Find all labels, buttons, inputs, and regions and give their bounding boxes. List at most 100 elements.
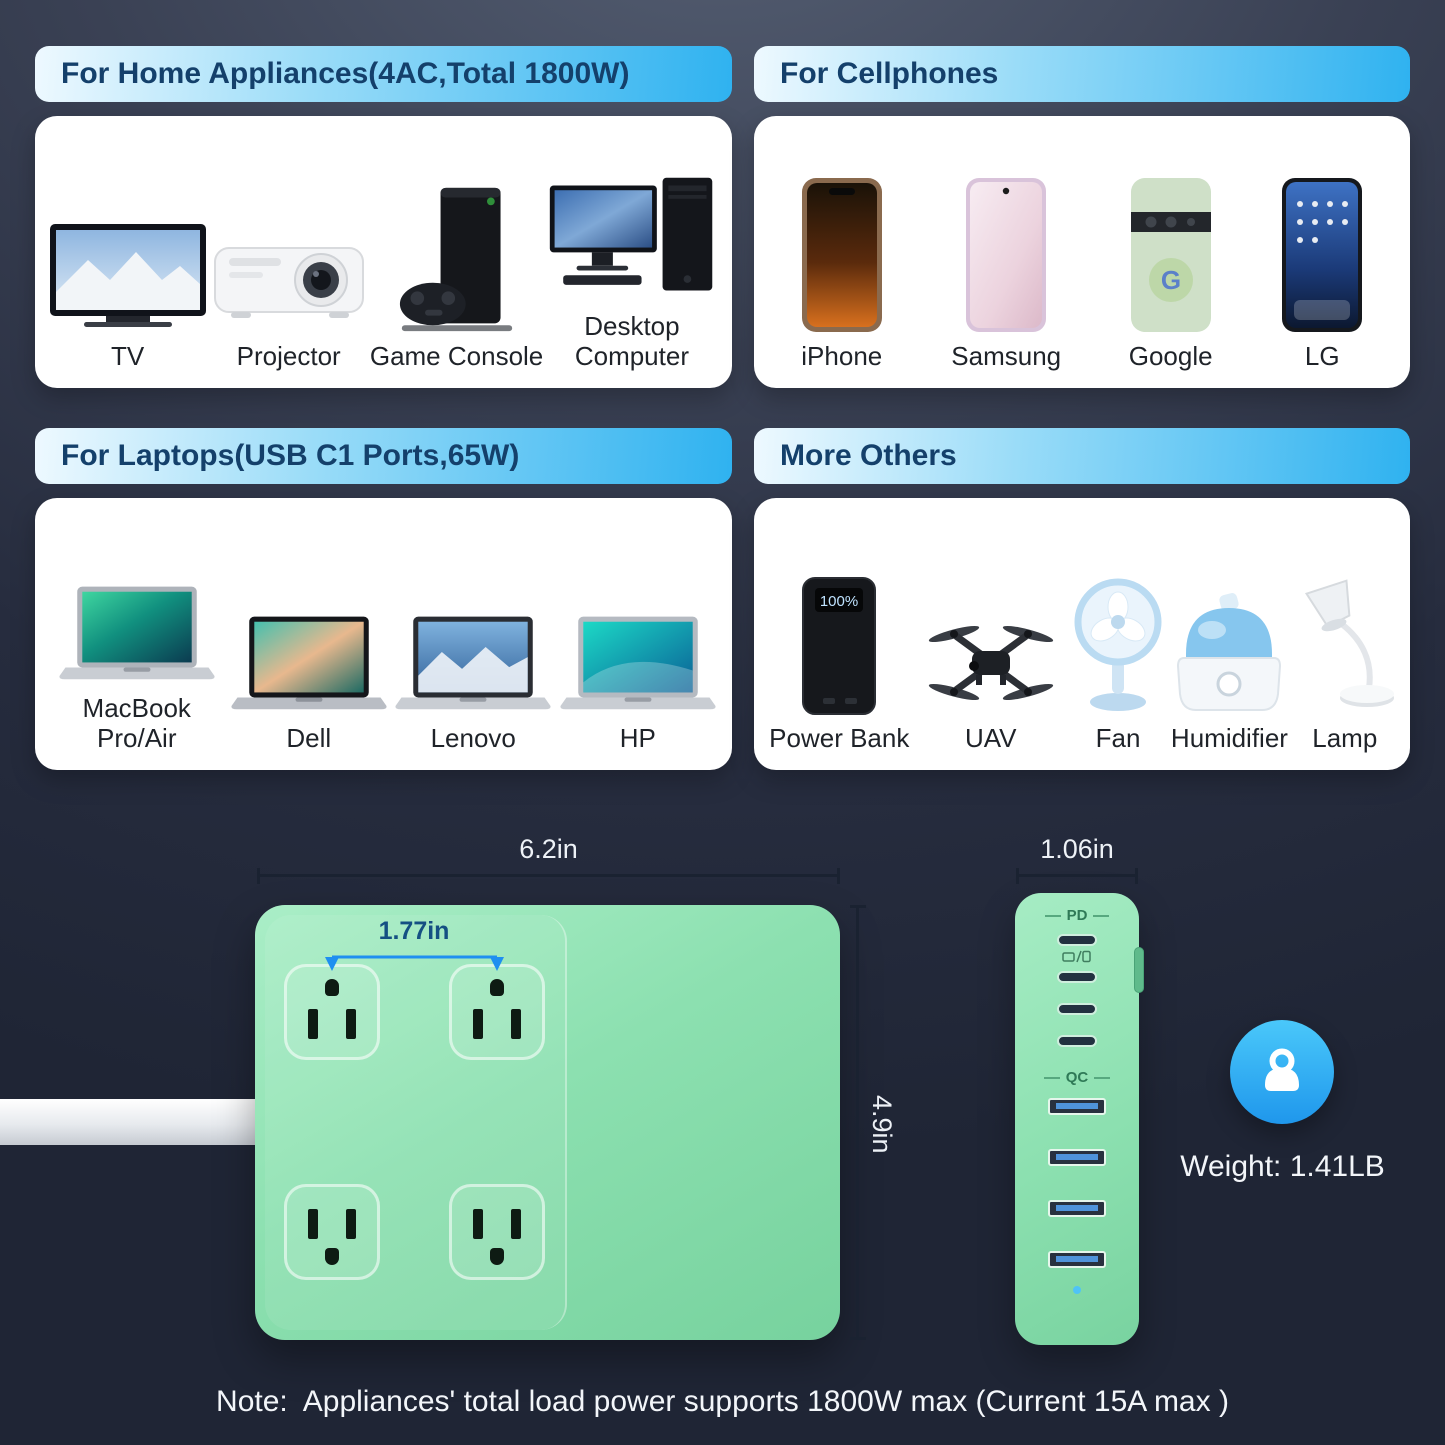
hp-laptop-icon xyxy=(558,615,718,716)
device-label: MacBook Pro/Air xyxy=(82,693,191,754)
weight-label: Weight: 1.41LB xyxy=(1180,1150,1385,1183)
device-label: iPhone xyxy=(801,341,883,372)
section-laptops: For Laptops(USB C1 Ports,65W) xyxy=(35,428,732,770)
outlet-slot xyxy=(346,1009,356,1039)
device-label: HP xyxy=(619,723,656,754)
lamp-icon xyxy=(1295,576,1395,716)
device-label: LG xyxy=(1304,341,1340,372)
uav-icon xyxy=(916,606,1066,716)
section-header-laptops: For Laptops(USB C1 Ports,65W) xyxy=(35,428,732,484)
device-label: Projector xyxy=(236,341,341,372)
side-width-dimension-line xyxy=(1016,868,1138,884)
ground-hole xyxy=(325,1248,339,1265)
usb-c-port-3 xyxy=(1057,1003,1097,1015)
usb-c-port-2 xyxy=(1057,971,1097,983)
outlet-slot xyxy=(308,1009,318,1039)
desktop-computer-icon xyxy=(546,172,718,304)
section-cellphones: For Cellphones iPhone xyxy=(754,46,1410,388)
front-width-dimension-line xyxy=(257,868,840,884)
outlet-slot xyxy=(511,1009,521,1039)
device-item-dell: Dell xyxy=(229,615,389,754)
section-title: For Laptops(USB C1 Ports,65W) xyxy=(61,439,520,472)
device-card-home-appliances: TV xyxy=(35,116,732,388)
power-strip-front-view: 1.77in xyxy=(255,905,840,1340)
device-label: Lamp xyxy=(1312,723,1378,754)
device-label: Power Bank xyxy=(769,723,910,754)
qc-section-label: QC xyxy=(1044,1069,1111,1086)
outlet-slot xyxy=(346,1209,356,1239)
indicator-led xyxy=(1073,1286,1081,1294)
ground-hole xyxy=(490,1248,504,1265)
outlet-slot xyxy=(473,1209,483,1239)
device-label: Samsung xyxy=(951,341,1062,372)
device-item-hp: HP xyxy=(558,615,718,754)
device-item-power-bank: 100% Power Bank xyxy=(769,576,909,754)
humidifier-icon xyxy=(1170,588,1288,716)
category-grid: For Home Appliances(4AC,Total 1800W) xyxy=(35,46,1410,770)
device-card-more-others: 100% Power Bank xyxy=(754,498,1410,770)
device-label: Desktop Computer xyxy=(574,311,689,372)
device-label: Humidifier xyxy=(1170,723,1288,754)
usb-a-port-4 xyxy=(1048,1251,1106,1268)
ground-hole xyxy=(325,979,339,996)
ac-outlet-2 xyxy=(449,964,545,1060)
lenovo-laptop-icon xyxy=(393,615,553,716)
device-label: UAV xyxy=(964,723,1017,754)
lg-phone-icon xyxy=(1280,176,1364,334)
fan-icon xyxy=(1072,576,1164,716)
weight-icon xyxy=(1230,1020,1334,1124)
ac-outlet-4 xyxy=(449,1184,545,1280)
google-phone-icon: G xyxy=(1129,176,1213,334)
device-label: Lenovo xyxy=(430,723,516,754)
section-home-appliances: For Home Appliances(4AC,Total 1800W) xyxy=(35,46,732,388)
usb-a-port-1 xyxy=(1048,1098,1106,1115)
iphone-icon xyxy=(800,176,884,334)
usb-a-port-3 xyxy=(1048,1200,1106,1217)
device-item-macbook: MacBook Pro/Air xyxy=(49,585,224,754)
samsung-phone-icon xyxy=(964,176,1048,334)
device-item-google: G Google xyxy=(1129,176,1213,372)
side-ports: PD QC xyxy=(1015,893,1139,1345)
device-label: Google xyxy=(1128,341,1213,372)
device-item-fan: Fan xyxy=(1072,576,1164,754)
device-item-lenovo: Lenovo xyxy=(393,615,553,754)
outlet-spacing-label: 1.77in xyxy=(378,917,450,945)
device-label: Dell xyxy=(286,723,332,754)
ground-hole xyxy=(490,979,504,996)
device-item-iphone: iPhone xyxy=(800,176,884,372)
game-console-icon xyxy=(394,184,520,334)
outlet-slot xyxy=(308,1209,318,1239)
usb-a-port-2 xyxy=(1048,1149,1106,1166)
outlet-panel xyxy=(265,915,567,1330)
front-height-dimension-line xyxy=(850,905,866,1340)
google-logo: G xyxy=(1161,265,1181,295)
power-button xyxy=(1134,947,1144,993)
device-item-uav: UAV xyxy=(916,606,1066,754)
projector-icon xyxy=(209,230,369,334)
macbook-icon xyxy=(57,585,217,686)
outlet-slot xyxy=(473,1009,483,1039)
outlet-spacing-annotation xyxy=(325,955,504,971)
outlet-slot xyxy=(511,1209,521,1239)
usb-c-port-1 xyxy=(1057,934,1097,946)
ac-outlet-3 xyxy=(284,1184,380,1280)
device-item-tv: TV xyxy=(48,222,208,372)
dell-laptop-icon xyxy=(229,615,389,716)
device-card-cellphones: iPhone Samsung xyxy=(754,116,1410,388)
pd-section-label: PD xyxy=(1045,907,1110,924)
front-height-dimension-label: 4.9in xyxy=(867,1094,897,1154)
usb-c-port-4 xyxy=(1057,1035,1097,1047)
power-strip-side-view: PD QC xyxy=(1015,893,1144,1345)
tv-icon xyxy=(48,222,208,334)
front-width-dimension-label: 6.2in xyxy=(519,834,578,864)
device-label: TV xyxy=(110,341,145,372)
device-item-humidifier: Humidifier xyxy=(1170,588,1288,754)
laptop-phone-icon xyxy=(1062,950,1091,963)
section-title: More Others xyxy=(780,439,957,472)
device-card-laptops: MacBook Pro/Air Dell xyxy=(35,498,732,770)
device-item-lamp: Lamp xyxy=(1295,576,1395,754)
device-item-desktop: Desktop Computer xyxy=(544,172,719,372)
device-item-lg: LG xyxy=(1280,176,1364,372)
section-header-home-appliances: For Home Appliances(4AC,Total 1800W) xyxy=(35,46,732,102)
